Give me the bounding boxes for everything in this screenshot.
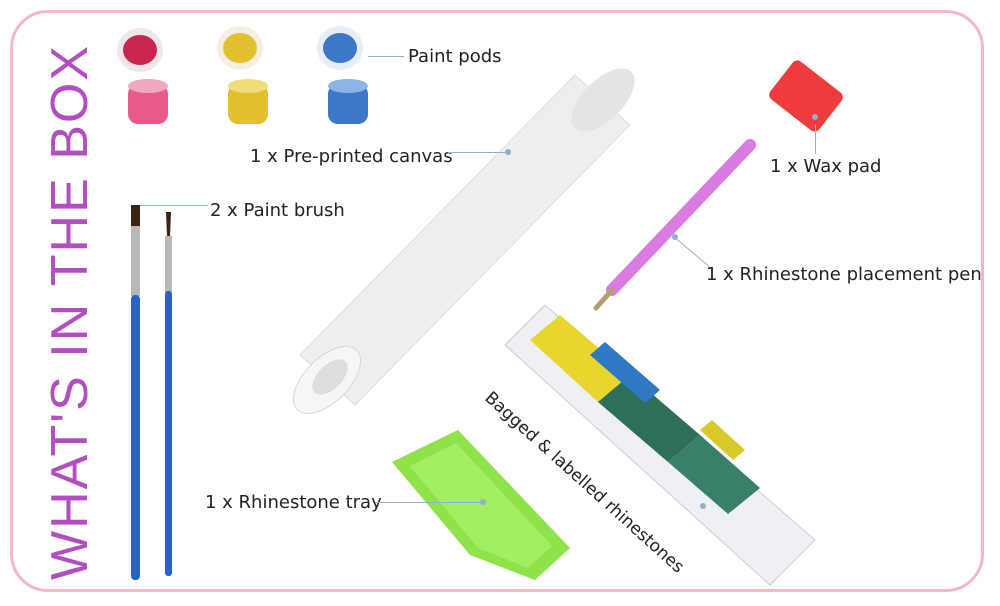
- paint-pods-label: Paint pods: [408, 46, 502, 67]
- tray-label: 1 x Rhinestone tray: [205, 492, 382, 513]
- wax-pad-label: 1 x Wax pad: [770, 156, 882, 177]
- paint-brushes-icon: [131, 205, 172, 580]
- rhinestone-tray-icon: [392, 430, 570, 580]
- canvas-leader-dot: [505, 149, 511, 155]
- rhinestone-bag-icon: [504, 304, 816, 586]
- paint-brush-label: 2 x Paint brush: [210, 200, 345, 221]
- canvas-label: 1 x Pre-printed canvas: [250, 146, 453, 167]
- pen-leader-dot: [672, 234, 678, 240]
- pen-label: 1 x Rhinestone placement pen: [706, 264, 982, 285]
- canvas-roll-icon: [292, 68, 635, 415]
- rhinestone-pen-icon: [593, 139, 756, 311]
- tray-leader-dot: [480, 499, 486, 505]
- wax-pad-leader: [815, 124, 816, 154]
- tray-leader: [375, 502, 483, 503]
- paint-pods-icon: [117, 26, 368, 124]
- wax-pad-leader-dot: [812, 114, 818, 120]
- rhinestones-leader-dot: [700, 503, 706, 509]
- canvas-leader: [448, 152, 508, 153]
- wax-pad-icon: [769, 60, 843, 132]
- paint-pods-leader: [368, 56, 404, 57]
- paint-brush-leader: [140, 205, 208, 206]
